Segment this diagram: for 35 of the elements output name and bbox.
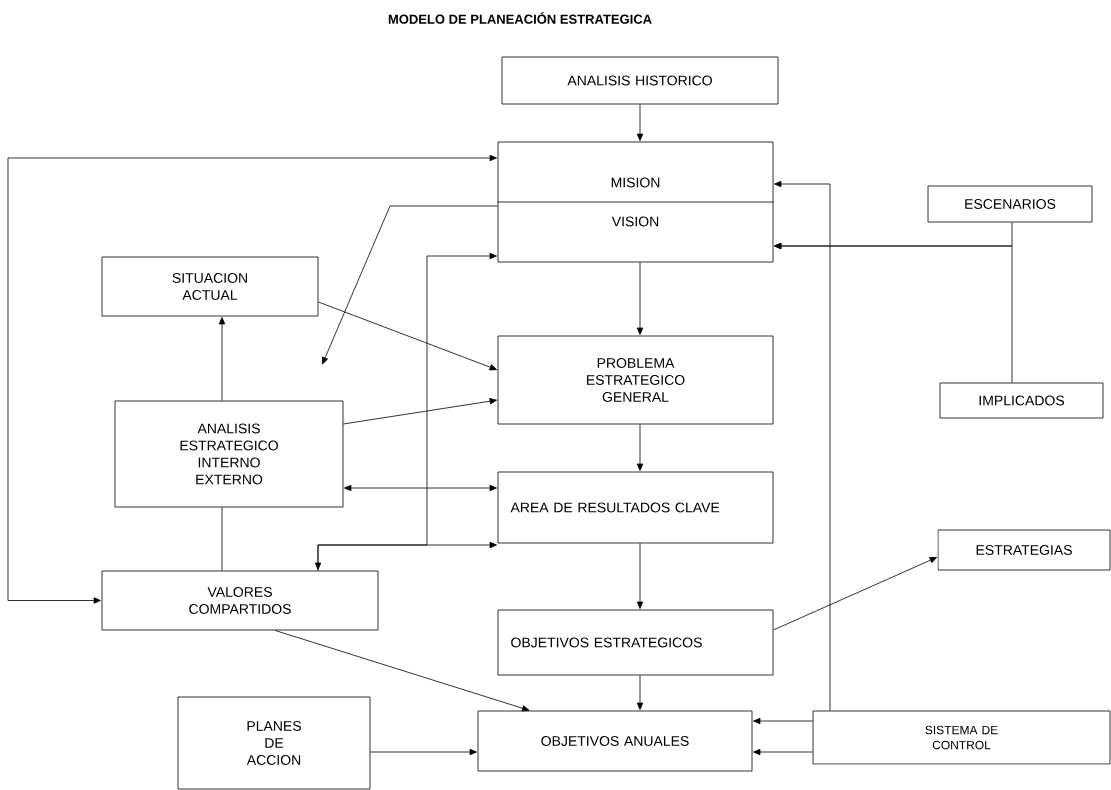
arrow <box>774 242 1013 383</box>
arrow <box>314 541 497 570</box>
process-box: SITUACION ACTUAL <box>101 256 319 317</box>
arrow <box>753 748 813 756</box>
arrow <box>753 717 813 725</box>
process-box: ANALISIS ESTRATEGICO INTERNO EXTERNO <box>114 400 344 508</box>
arrow <box>774 180 831 711</box>
process-box: SISTEMA DE CONTROL <box>812 710 1111 765</box>
process-box: VALORES COMPARTIDOS <box>101 570 379 631</box>
process-box: IMPLICADOS <box>939 382 1104 419</box>
arrow <box>318 301 497 371</box>
arrow <box>636 262 644 335</box>
process-box: OBJETIVOS ESTRATEGICOS <box>497 609 774 676</box>
arrow <box>7 154 497 604</box>
arrow <box>344 484 497 492</box>
arrow <box>274 630 530 712</box>
arrow <box>636 104 644 141</box>
arrow <box>218 317 226 401</box>
process-box: ESCENARIOS <box>927 185 1093 223</box>
title: MODELO DE PLANEACIÓN ESTRATEGICA <box>388 12 652 24</box>
arrow <box>636 675 644 710</box>
process-box: OBJETIVOS ANUALES <box>477 710 753 772</box>
arrow <box>343 398 497 425</box>
split-box: MISION VISION <box>497 141 774 263</box>
arrow <box>773 557 938 631</box>
process-box: AREA DE RESULTADOS CLAVE <box>497 471 774 544</box>
arrow <box>322 205 498 365</box>
arrow <box>636 424 644 471</box>
arrow <box>370 748 477 756</box>
process-box: PLANES DE ACCION <box>177 696 371 790</box>
arrow <box>636 543 644 609</box>
process-box: ESTRATEGIAS <box>937 529 1111 571</box>
arrow <box>317 252 497 571</box>
process-box: ANALISIS HISTORICO <box>501 56 779 105</box>
process-box: PROBLEMA ESTRATEGICO GENERAL <box>497 335 774 425</box>
